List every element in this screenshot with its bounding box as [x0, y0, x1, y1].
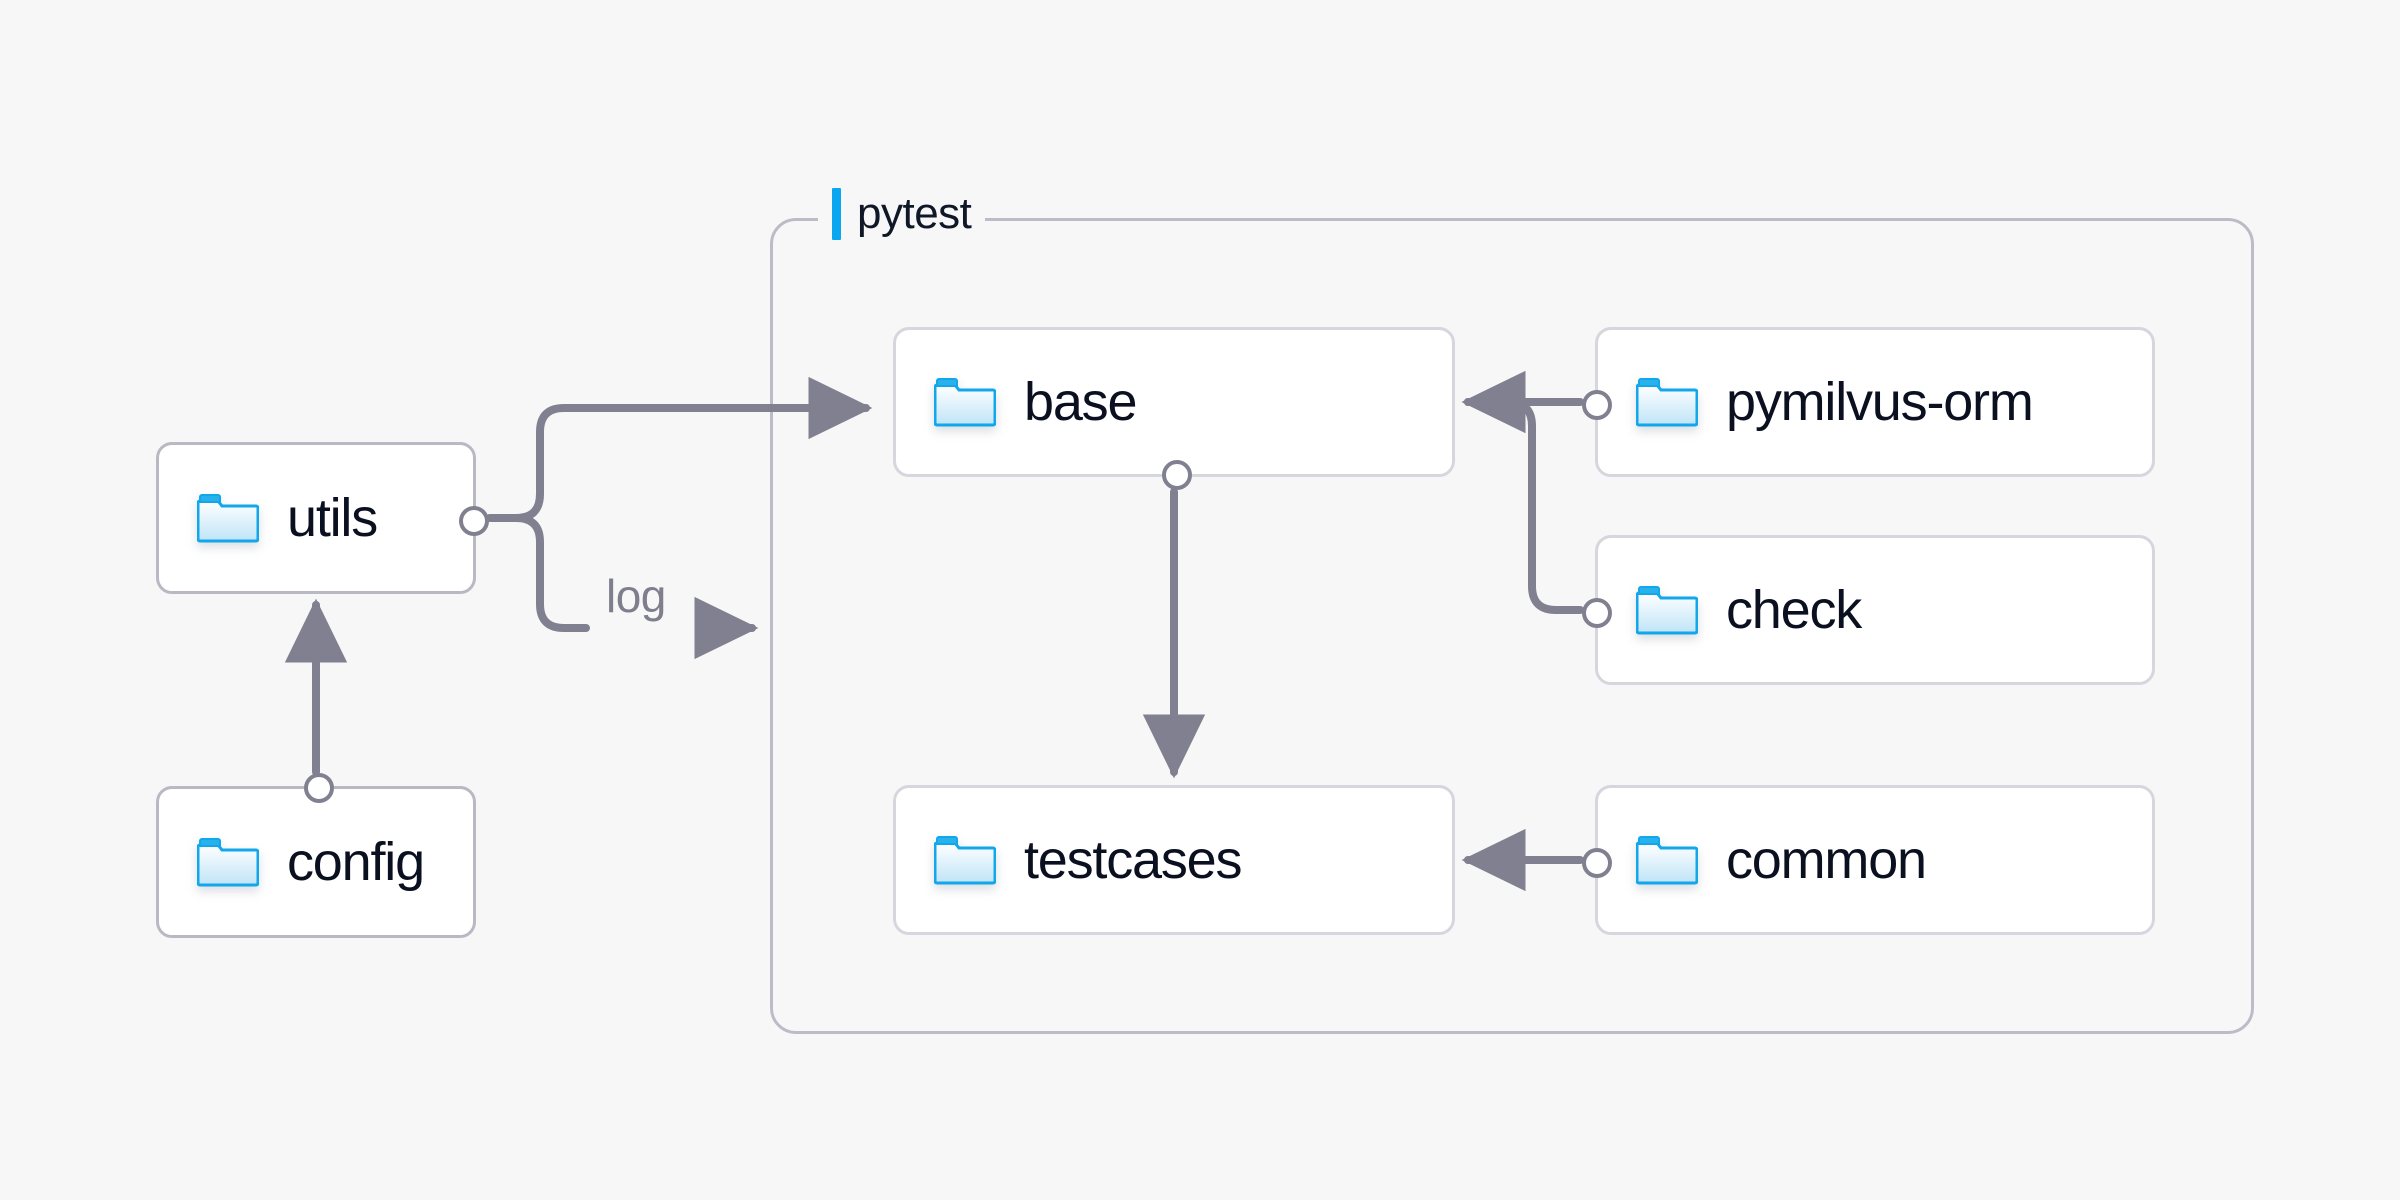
node-config-label: config — [287, 832, 425, 892]
node-base-content: base — [896, 371, 1138, 433]
node-utils-content: utils — [159, 487, 378, 549]
node-common-content: common — [1598, 829, 1927, 891]
port-config-top[interactable] — [304, 773, 334, 803]
edge-label-log: log — [598, 569, 674, 623]
folder-icon — [1636, 378, 1698, 427]
node-utils-label: utils — [287, 488, 378, 548]
edge-utils-to-pytest-log — [486, 514, 590, 632]
node-base-label: base — [1024, 372, 1138, 432]
node-pymilvus-orm-content: pymilvus-orm — [1598, 371, 2034, 433]
node-check[interactable]: check — [1582, 535, 2155, 685]
group-pytest[interactable] — [770, 218, 2254, 1034]
folder-icon — [934, 378, 996, 427]
node-check-label: check — [1726, 580, 1862, 640]
node-pymilvus-orm-label: pymilvus-orm — [1726, 372, 2034, 432]
folder-icon — [197, 838, 259, 887]
node-testcases-label: testcases — [1024, 830, 1243, 890]
node-common[interactable]: common — [1582, 785, 2155, 935]
node-common-label: common — [1726, 830, 1927, 890]
node-config[interactable]: config — [156, 773, 476, 938]
node-testcases-content: testcases — [896, 829, 1243, 891]
folder-icon — [1636, 586, 1698, 635]
node-base[interactable]: base — [893, 327, 1455, 490]
port-check-left[interactable] — [1582, 598, 1612, 628]
group-pytest-label: pytest — [818, 188, 986, 240]
port-common-left[interactable] — [1582, 848, 1612, 878]
port-base-bottom[interactable] — [1162, 460, 1192, 490]
group-accent-bar — [832, 188, 841, 240]
folder-icon — [934, 836, 996, 885]
node-check-content: check — [1598, 579, 1862, 641]
group-label-text: pytest — [857, 189, 972, 238]
node-utils[interactable]: utils — [156, 442, 489, 594]
folder-icon — [1636, 836, 1698, 885]
port-utils-right[interactable] — [459, 506, 489, 536]
node-pymilvus-orm[interactable]: pymilvus-orm — [1582, 327, 2155, 477]
node-config-content: config — [159, 831, 425, 893]
port-pymilvus-orm-left[interactable] — [1582, 390, 1612, 420]
folder-icon — [197, 494, 259, 543]
node-testcases[interactable]: testcases — [893, 785, 1455, 935]
